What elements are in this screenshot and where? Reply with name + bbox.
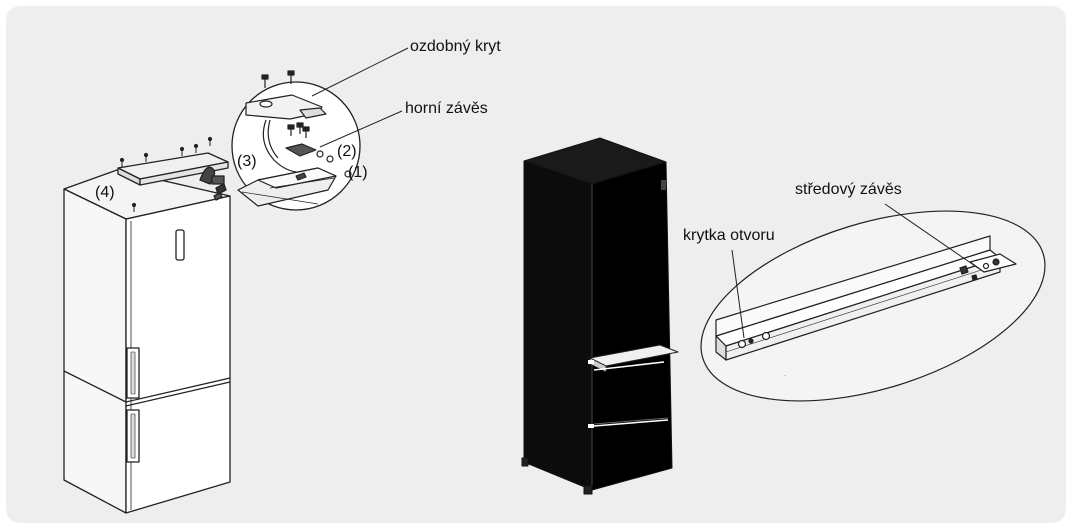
label-top-hinge: horní závěs xyxy=(405,100,488,117)
fridge-line-drawing xyxy=(63,136,231,514)
middle-hinge-detail: . xyxy=(700,203,1046,402)
label-decorative-cover: ozdobný kryt xyxy=(410,38,501,55)
label-step-3: (3) xyxy=(237,153,257,170)
label-hole-cap: krytka otvoru xyxy=(683,227,775,244)
top-hinge-detail xyxy=(231,47,409,211)
svg-text:.: . xyxy=(784,371,786,378)
label-step-2: (2) xyxy=(337,143,357,160)
label-step-1: (1) xyxy=(348,164,368,181)
label-middle-hinge: středový závěs xyxy=(795,181,902,198)
fridge-black xyxy=(521,137,679,495)
label-step-4: (4) xyxy=(95,184,115,201)
